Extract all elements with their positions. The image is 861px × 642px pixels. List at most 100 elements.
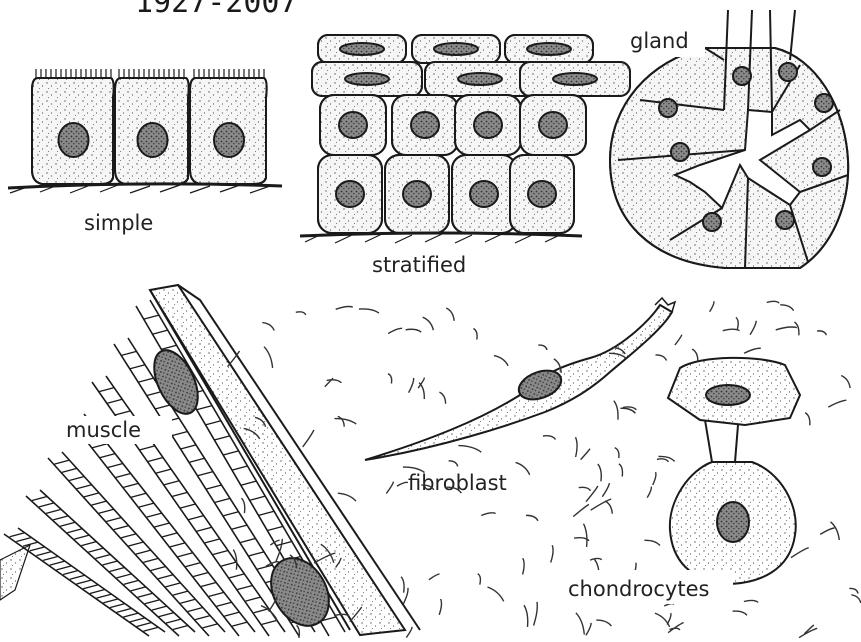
stratified-cell-nucleus [470, 181, 498, 207]
collagen-fiber [338, 416, 345, 426]
collagen-fiber [591, 499, 612, 510]
gland-cell-nucleus [659, 99, 677, 117]
collagen-fiber [488, 587, 504, 601]
collagen-fiber [386, 482, 393, 494]
collagen-fiber [657, 459, 669, 462]
collagen-fiber [710, 301, 714, 312]
label-simple: simple [84, 211, 153, 235]
collagen-fiber [481, 513, 495, 516]
stratified-cell-nucleus [339, 112, 367, 138]
collagen-fiber [733, 611, 747, 615]
collagen-fiber [744, 600, 758, 602]
collagen-fiber [523, 558, 525, 574]
gland-cell-nucleus [733, 67, 751, 85]
stratified-cell-nucleus [336, 181, 364, 207]
collagen-fiber [534, 602, 538, 626]
stratified-cell-nucleus [411, 112, 439, 138]
collagen-fiber [744, 348, 761, 353]
collagen-fiber [262, 323, 274, 331]
collagen-fiber [776, 327, 797, 330]
muscle-fibers [0, 285, 420, 636]
simple-epithelium [8, 69, 282, 193]
collagen-fiber [820, 528, 834, 534]
collagen-fiber [675, 335, 682, 345]
gland-cell-nucleus [815, 94, 833, 112]
collagen-fiber [767, 301, 780, 303]
collagen-fiber [264, 347, 273, 368]
fibroblast-body [365, 305, 672, 460]
collagen-fiber [849, 588, 858, 593]
collagen-fiber [494, 356, 508, 366]
stratified-cell-nucleus [527, 43, 571, 55]
collagen-fiber [586, 623, 591, 636]
collagen-fiber [543, 436, 556, 440]
stratified-cell-nucleus [345, 73, 389, 85]
gland-cell-nucleus [813, 158, 831, 176]
collagen-fiber [409, 378, 414, 393]
collagen-fiber [644, 540, 660, 545]
collagen-fiber [596, 620, 611, 626]
collagen-fiber [656, 355, 667, 361]
label-fibroblast: fibroblast [408, 471, 507, 495]
collagen-fiber [296, 312, 306, 315]
stratified-cell-nucleus [434, 43, 478, 55]
stratified-cell-nucleus [539, 112, 567, 138]
stratified-epithelium [300, 35, 630, 243]
gland-cell-nucleus [776, 211, 794, 229]
collagen-fiber [228, 351, 240, 367]
collagen-fiber [429, 574, 440, 580]
collagen-fiber [458, 446, 481, 453]
collagen-fiber [573, 504, 589, 516]
collagen-fiber [335, 419, 357, 424]
collagen-fiber [780, 305, 793, 311]
simple-cell-nucleus [59, 123, 89, 157]
collagen-fiber [401, 577, 404, 593]
collagen-fiber [620, 408, 635, 413]
collagen-fiber [805, 413, 810, 426]
collagen-fiber [670, 628, 680, 630]
stratified-cell-nucleus [340, 43, 384, 55]
collagen-fiber [538, 345, 547, 350]
collagen-fiber [851, 595, 860, 603]
collagen-fiber [723, 329, 740, 331]
collagen-fiber [579, 487, 591, 491]
collagen-fiber [598, 464, 601, 481]
collagen-fiber [338, 493, 356, 501]
collagen-fiber [576, 437, 578, 457]
header-year-range: 1927-2007 [135, 0, 298, 20]
label-stratified: stratified [372, 253, 466, 277]
collagen-fiber [478, 574, 481, 585]
collagen-fiber [388, 328, 402, 333]
collagen-fiber [242, 498, 245, 513]
fibroblast-cell [365, 298, 675, 460]
collagen-fiber [828, 400, 846, 407]
simple-cell-nucleus [214, 123, 244, 157]
collagen-fiber [423, 317, 434, 330]
stratified-cell-nucleus [458, 73, 502, 85]
collagen-fiber [619, 464, 623, 477]
collagen-fiber [794, 322, 799, 335]
label-chondrocytes: chondrocytes [568, 577, 709, 601]
collagen-fiber [397, 482, 408, 486]
collagen-fiber [406, 627, 412, 638]
chondrocytes-cells [668, 358, 800, 584]
collagen-fiber [516, 462, 530, 474]
collagen-fiber [303, 430, 314, 447]
collagen-fiber [647, 487, 651, 498]
collagen-fiber [524, 605, 528, 627]
collagen-fiber [439, 599, 441, 615]
collagen-fiber [791, 548, 809, 558]
collagen-fiber [615, 448, 619, 459]
collagen-fiber [841, 376, 850, 389]
collagen-fiber [736, 317, 738, 329]
collagen-fiber [817, 331, 826, 335]
collagen-fiber [551, 545, 553, 562]
collagen-fiber [692, 349, 698, 361]
collagen-fiber [269, 597, 277, 612]
label-gland: gland [630, 29, 689, 53]
collagen-fiber [388, 374, 392, 384]
collagen-fiber [449, 461, 458, 467]
collagen-fiber [602, 483, 609, 497]
